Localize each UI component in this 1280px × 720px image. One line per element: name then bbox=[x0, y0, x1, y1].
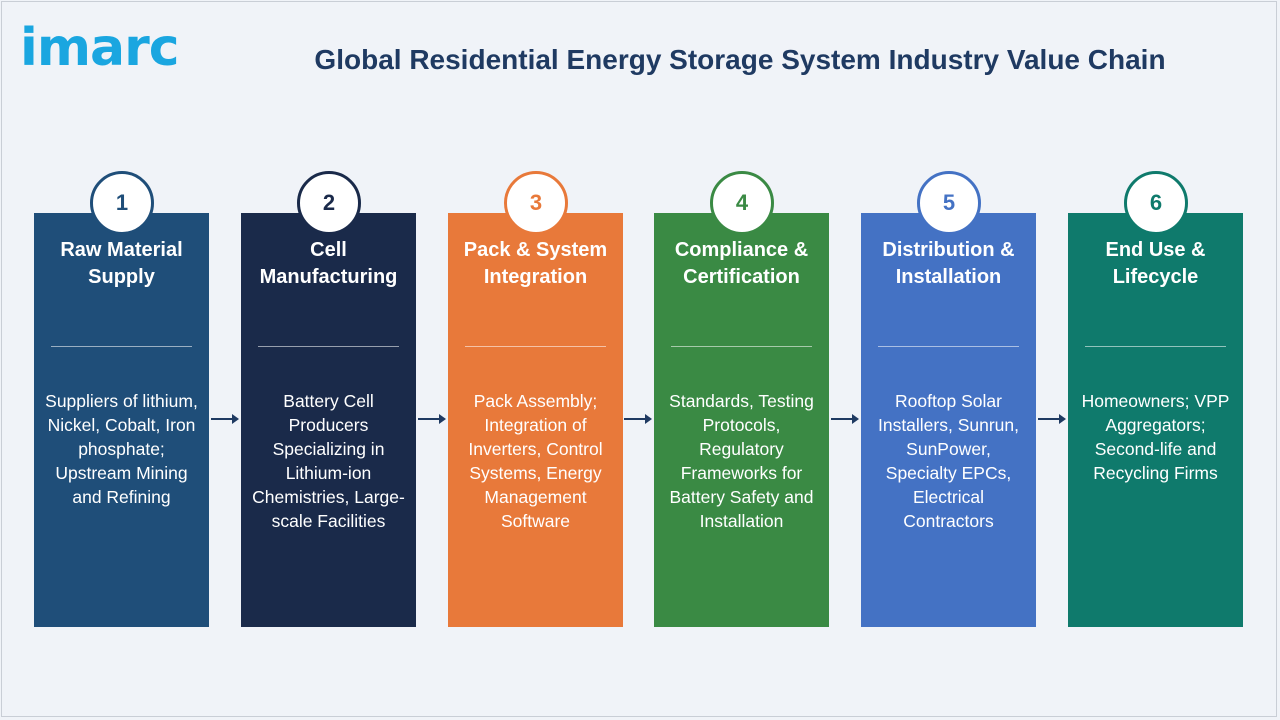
step-description: Pack Assembly; Integration of Inverters,… bbox=[468, 391, 603, 531]
step-divider bbox=[51, 346, 192, 347]
step-divider bbox=[878, 346, 1019, 347]
step-title: Compliance & Certification bbox=[674, 239, 809, 288]
arrow-right-icon bbox=[211, 414, 239, 424]
step-title: Cell Manufacturing bbox=[259, 239, 398, 288]
step-card-6: 6 End Use & Lifecycle Homeowners; VPP Ag… bbox=[1068, 171, 1243, 627]
arrow-right-icon bbox=[624, 414, 652, 424]
step-number: 2 bbox=[322, 190, 336, 215]
step-card-3: 3 Pack & System Integration Pack Assembl… bbox=[448, 171, 623, 627]
step-title: End Use & Lifecycle bbox=[1105, 239, 1206, 288]
step-number-badge: 1 bbox=[90, 171, 154, 235]
step-description: Homeowners; VPP Aggregators; Second-life… bbox=[1081, 391, 1230, 483]
step-number: 4 bbox=[735, 190, 749, 215]
page-title: Global Residential Energy Storage System… bbox=[314, 44, 1166, 75]
step-divider bbox=[1085, 346, 1226, 347]
step-number: 3 bbox=[529, 190, 543, 215]
arrow-right-icon bbox=[418, 414, 446, 424]
step-description: Battery Cell Producers Specializing in L… bbox=[252, 391, 405, 531]
step-card-1: 1 Raw Material Supply Suppliers of lithi… bbox=[34, 171, 209, 627]
imarc-logo: imarc bbox=[20, 18, 180, 78]
step-title: Raw Material Supply bbox=[60, 239, 183, 288]
step-description: Standards, Testing Protocols, Regulatory… bbox=[669, 391, 814, 531]
step-card-5: 5 Distribution & Installation Rooftop So… bbox=[861, 171, 1036, 627]
step-number-badge: 3 bbox=[504, 171, 568, 235]
arrow-right-icon bbox=[831, 414, 859, 424]
step-number-badge: 4 bbox=[710, 171, 774, 235]
step-number: 1 bbox=[115, 190, 129, 215]
step-divider bbox=[465, 346, 606, 347]
step-card-2: 2 Cell Manufacturing Battery Cell Produc… bbox=[241, 171, 416, 627]
step-number-badge: 5 bbox=[917, 171, 981, 235]
step-description: Rooftop Solar Installers, Sunrun, SunPow… bbox=[877, 391, 1020, 531]
step-description: Suppliers of lithium, Nickel, Cobalt, Ir… bbox=[45, 391, 198, 507]
step-divider bbox=[258, 346, 399, 347]
step-card-4: 4 Compliance & Certification Standards, … bbox=[654, 171, 829, 627]
step-number-badge: 2 bbox=[297, 171, 361, 235]
step-number-badge: 6 bbox=[1124, 171, 1188, 235]
step-title: Pack & System Integration bbox=[463, 239, 608, 288]
step-divider bbox=[671, 346, 812, 347]
step-number: 5 bbox=[942, 190, 956, 215]
step-number: 6 bbox=[1149, 190, 1163, 215]
arrow-right-icon bbox=[1038, 414, 1066, 424]
step-title: Distribution & Installation bbox=[882, 239, 1015, 288]
